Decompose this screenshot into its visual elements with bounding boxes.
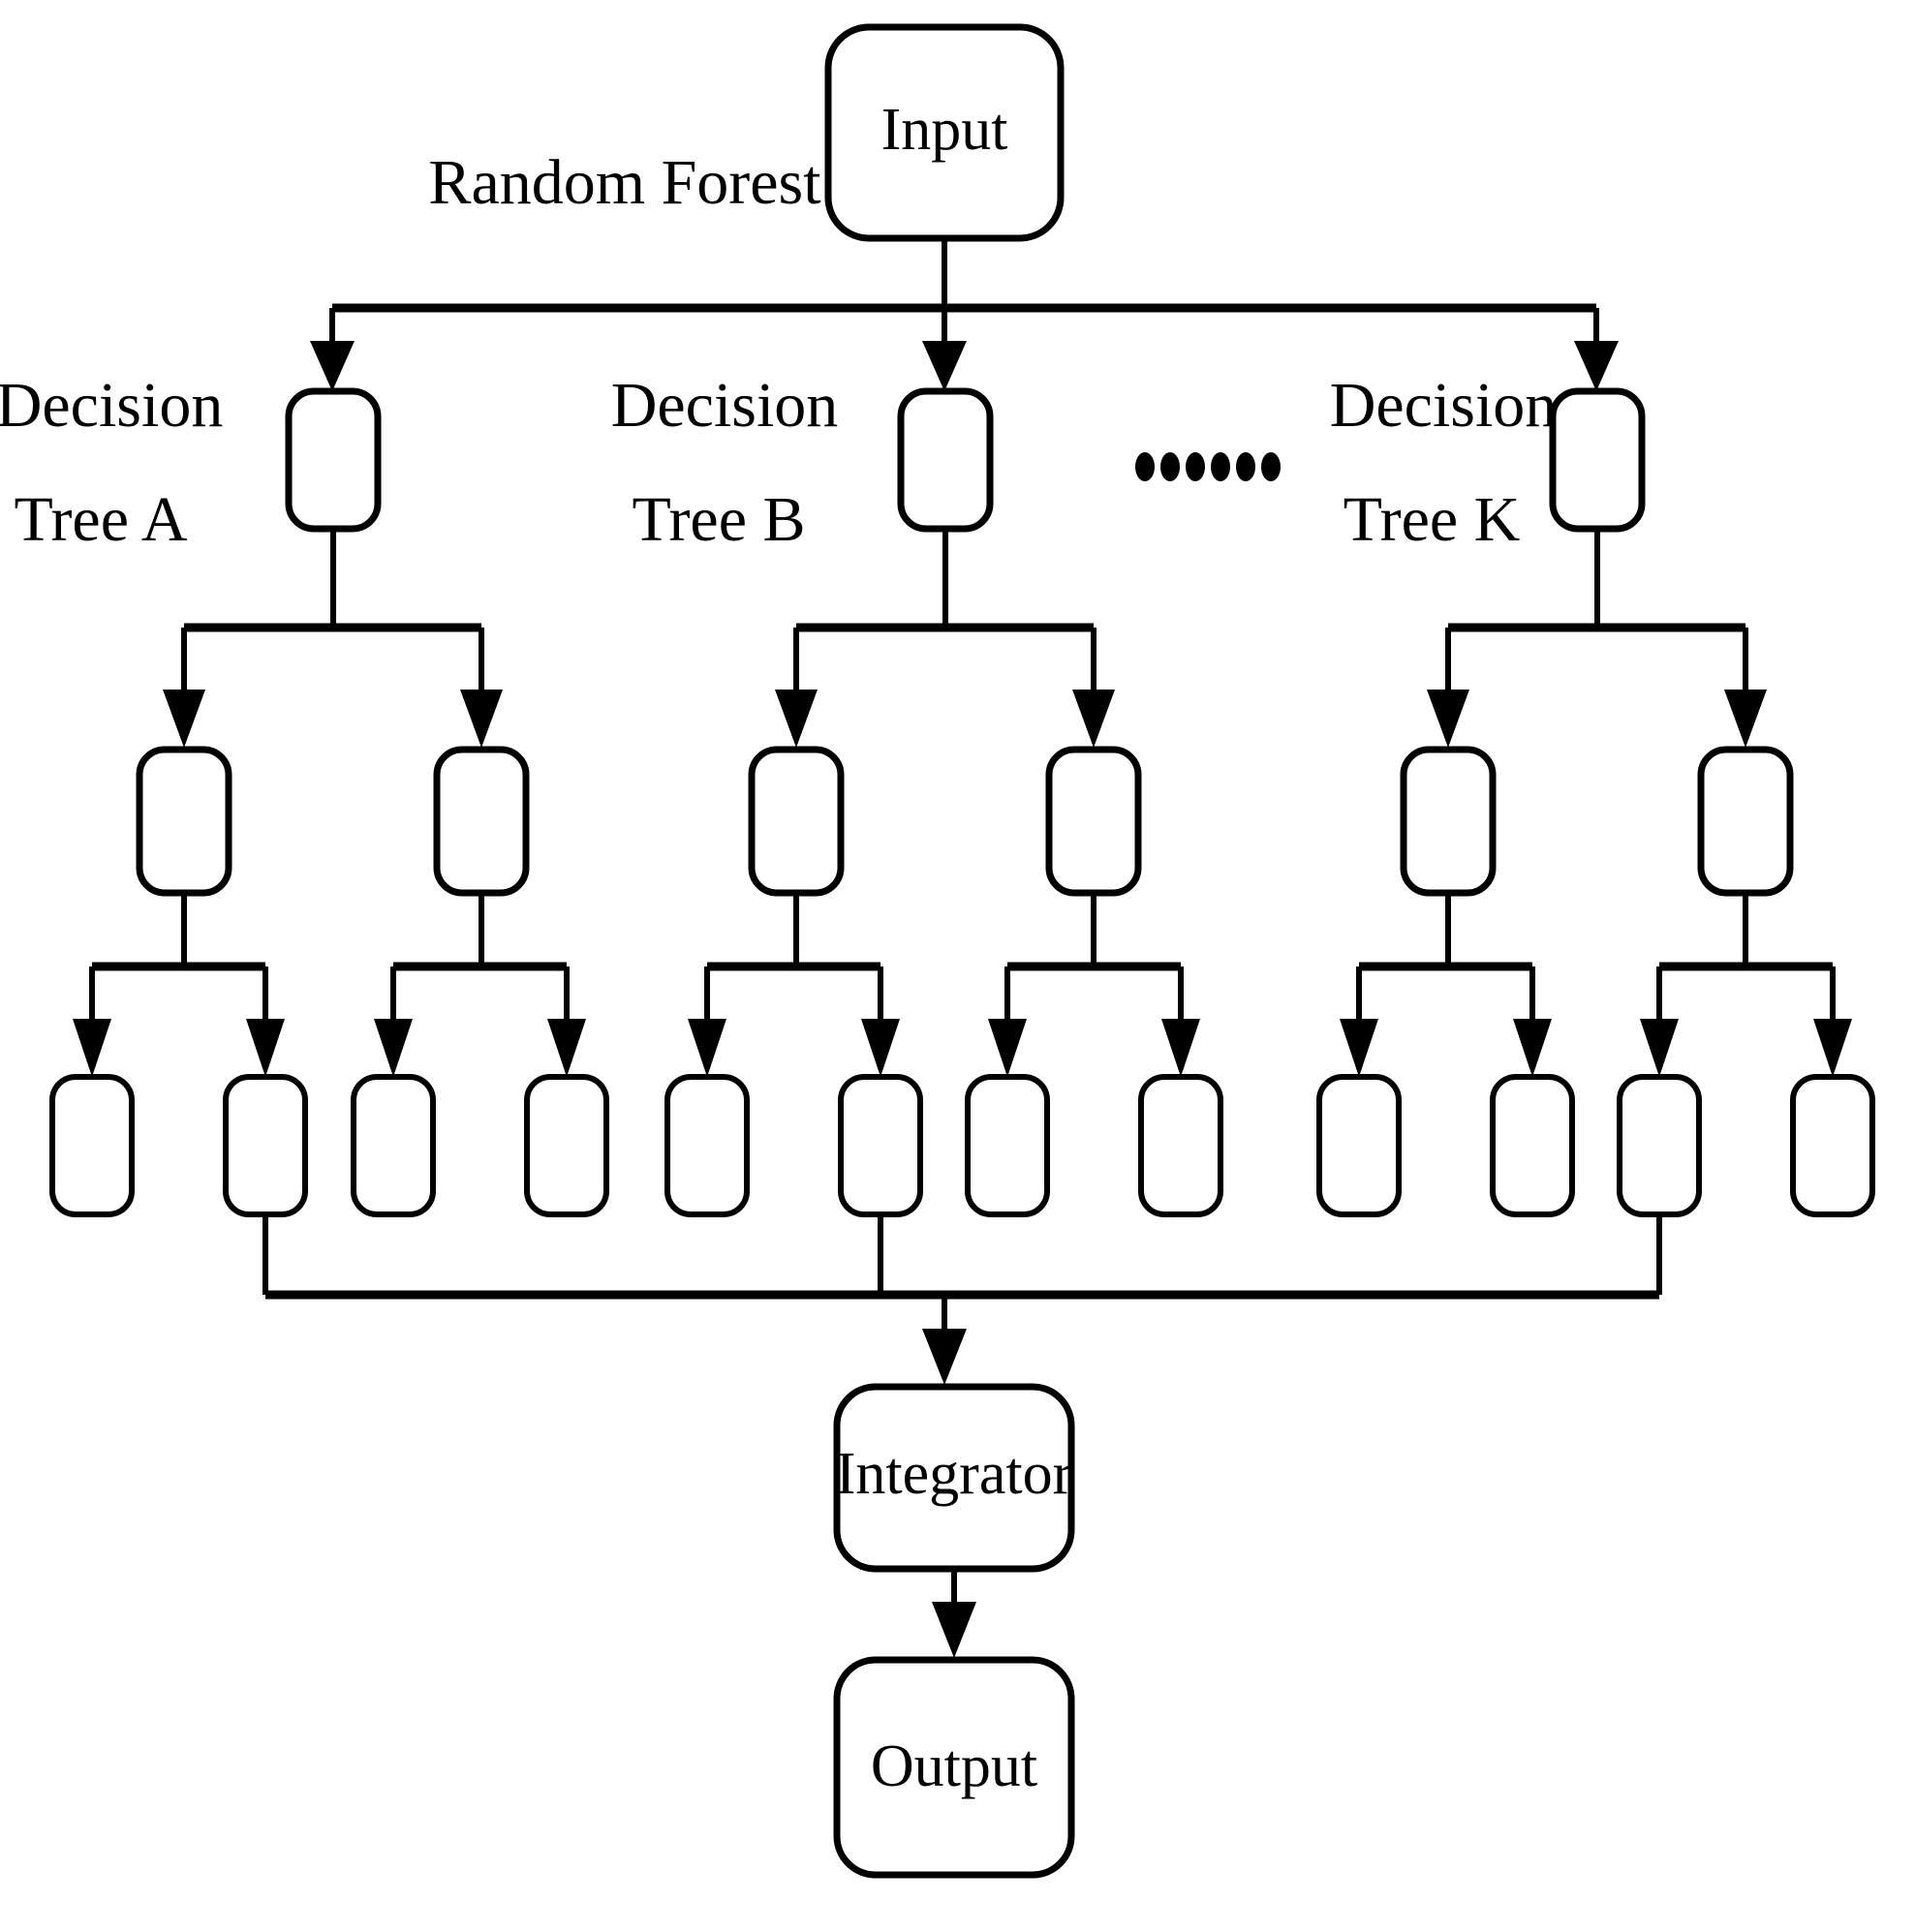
treeA-l2-node-1[interactable] [433, 746, 530, 897]
leaf-node-11[interactable] [1790, 1074, 1875, 1217]
arrowhead-leaf-9 [1513, 1019, 1552, 1077]
tree-k-label-line2: Tree K [1344, 484, 1521, 555]
integrator-node-label: Integrator [836, 1441, 1073, 1507]
leaf-node-0[interactable] [49, 1074, 135, 1217]
treeK-l2-node-1[interactable] [1697, 746, 1794, 897]
arrowhead-treeK-root [1574, 341, 1619, 391]
arrowhead-integrator [922, 1329, 967, 1385]
arrowhead-leaf-0 [73, 1019, 111, 1077]
treeB-l2-node-0[interactable] [748, 746, 845, 897]
arrowhead-leaf-6 [988, 1019, 1027, 1077]
treeB-l2-node-1[interactable] [1045, 746, 1142, 897]
arrowhead-leaf-10 [1640, 1019, 1679, 1077]
leaf-node-8[interactable] [1316, 1074, 1402, 1217]
leaf-node-3[interactable] [524, 1074, 609, 1217]
input-node-label: Input [881, 97, 1008, 163]
tree-b-label-line2: Tree B [632, 484, 805, 555]
arrowhead-treeK-l2-0 [1427, 690, 1469, 748]
tree-a-label-line1: Decision [0, 370, 223, 441]
arrowhead-leaf-2 [374, 1019, 413, 1077]
leaf-node-7[interactable] [1138, 1074, 1223, 1217]
arrowhead-treeA-root [310, 341, 355, 391]
leaf-node-4[interactable] [664, 1074, 750, 1217]
output-node-label: Output [871, 1733, 1037, 1799]
arrowhead-leaf-5 [861, 1019, 900, 1077]
arrowhead-leaf-4 [688, 1019, 726, 1077]
arrowhead-leaf-3 [547, 1019, 586, 1077]
arrowhead-treeB-l2-0 [775, 690, 818, 748]
arrowhead-treeB-l2-1 [1072, 690, 1115, 748]
leaf-node-2[interactable] [351, 1074, 436, 1217]
treeK-root-node[interactable] [1549, 387, 1646, 533]
output-node-box[interactable] [833, 1656, 1075, 1879]
treeA-l2-node-0[interactable] [136, 746, 232, 897]
treeB-root-node[interactable] [897, 387, 994, 533]
leaf-node-10[interactable] [1617, 1074, 1702, 1217]
arrowhead-treeA-l2-1 [460, 690, 503, 748]
treeK-l2-node-0[interactable] [1400, 746, 1497, 897]
arrowhead-treeK-l2-1 [1724, 690, 1767, 748]
ellipsis-dots [1135, 452, 1281, 481]
arrowhead-treeA-l2-0 [163, 690, 205, 748]
arrowhead-output [932, 1602, 976, 1658]
leaf-node-6[interactable] [965, 1074, 1050, 1217]
leaf-node-9[interactable] [1490, 1074, 1575, 1217]
arrowhead-leaf-11 [1813, 1019, 1852, 1077]
treeA-root-node[interactable] [285, 387, 382, 533]
arrowhead-leaf-7 [1161, 1019, 1200, 1077]
random-forest-title: Random Forest [428, 147, 820, 218]
arrowhead-leaf-8 [1340, 1019, 1378, 1077]
leaf-node-5[interactable] [838, 1074, 923, 1217]
tree-a-label-line2: Tree A [14, 484, 187, 555]
arrowhead-leaf-1 [246, 1019, 285, 1077]
leaf-node-1[interactable] [223, 1074, 308, 1217]
arrowhead-treeB-root [922, 341, 967, 391]
tree-k-label-line1: Decision [1330, 370, 1558, 441]
tree-b-label-line1: Decision [611, 370, 839, 441]
